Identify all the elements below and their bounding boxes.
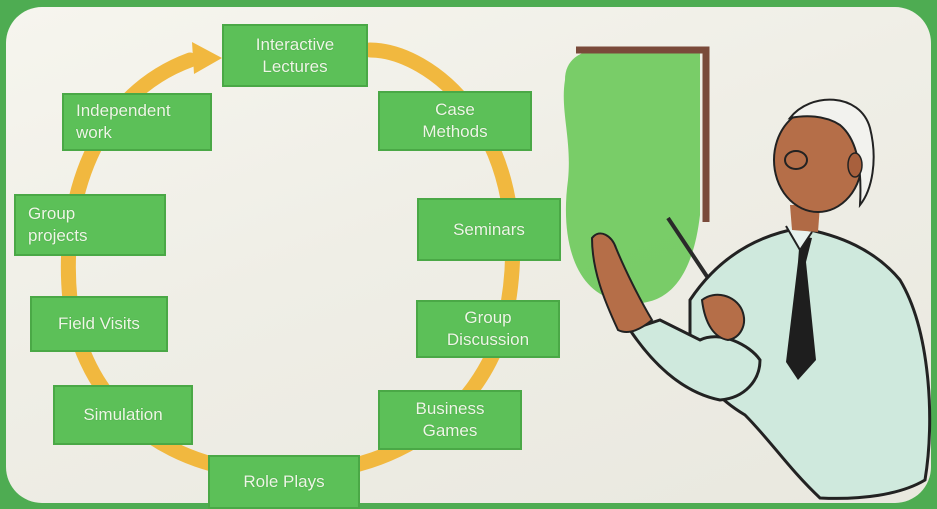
step-label: Case Methods xyxy=(422,100,488,141)
step-label: Simulation xyxy=(83,405,163,424)
step-business-games: Business Games xyxy=(378,390,522,450)
step-group-discussion: Group Discussion xyxy=(416,300,560,358)
step-interactive-lectures: Interactive Lectures xyxy=(222,24,368,87)
step-case-methods: Case Methods xyxy=(378,91,532,151)
teacher-left-hand xyxy=(590,232,654,333)
step-independent-work: Independent work xyxy=(62,93,212,151)
teacher-hair xyxy=(787,98,875,209)
teacher-collar xyxy=(785,225,813,252)
step-seminars: Seminars xyxy=(417,198,561,261)
step-label: Business Games xyxy=(415,399,485,440)
step-label: Group Discussion xyxy=(446,308,530,349)
step-label: Interactive Lectures xyxy=(255,34,335,76)
step-label: Independent work xyxy=(76,101,171,142)
teacher-tie xyxy=(786,236,816,380)
step-field-visits: Field Visits xyxy=(30,296,168,352)
board-frame xyxy=(576,46,710,222)
teacher-ear xyxy=(847,152,863,178)
step-group-projects: Group projects xyxy=(14,194,166,256)
step-role-plays: Role Plays xyxy=(208,455,360,509)
cycle-arrowhead-icon xyxy=(192,42,222,74)
teacher-right-hand xyxy=(700,293,746,342)
step-label: Field Visits xyxy=(58,314,140,333)
step-label: Group projects xyxy=(28,204,88,245)
step-label: Seminars xyxy=(453,219,525,239)
teacher-glasses xyxy=(784,150,808,170)
board-fill xyxy=(563,50,700,304)
step-simulation: Simulation xyxy=(53,385,193,445)
step-label: Role Plays xyxy=(243,472,325,491)
